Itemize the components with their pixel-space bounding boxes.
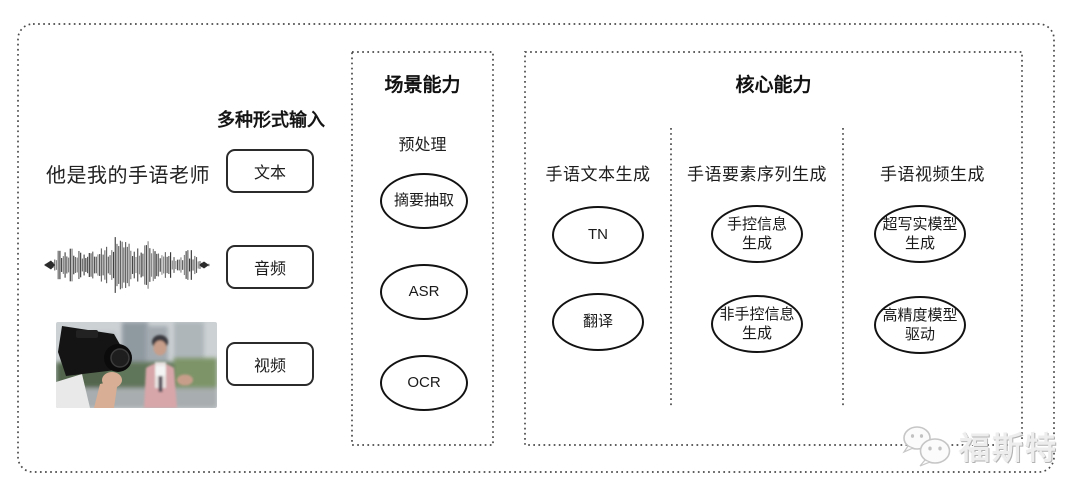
scene-box-title: 场景能力 bbox=[384, 75, 461, 96]
wechat-icon bbox=[902, 425, 951, 467]
photo-cameraman bbox=[56, 326, 132, 408]
input-section-label: 多种形式输入 bbox=[217, 110, 325, 130]
modality-box-text: 文本 bbox=[226, 149, 314, 193]
node-hyperrealistic-model: 超写实模型 生成 bbox=[874, 205, 966, 263]
core-box-title: 核心能力 bbox=[735, 75, 812, 96]
sample-sentence: 他是我的手语老师 bbox=[46, 165, 210, 187]
watermark-text: 福斯特 bbox=[959, 431, 1058, 466]
node-high-precision-model: 高精度模型 驱动 bbox=[874, 296, 966, 354]
node-summary-extraction: 摘要抽取 bbox=[380, 173, 468, 229]
column-header-element-sequence: 手语要素序列生成 bbox=[687, 165, 827, 184]
watermark: 福斯特 bbox=[900, 423, 1058, 468]
node-asr: ASR bbox=[380, 264, 468, 320]
modality-box-audio: 音频 bbox=[226, 245, 314, 289]
video-thumbnail bbox=[56, 322, 217, 408]
node-translation: 翻译 bbox=[552, 293, 644, 351]
modality-box-video: 视频 bbox=[226, 342, 314, 386]
node-non-manual-info-generation: 非手控信息 生成 bbox=[711, 295, 803, 353]
node-ocr: OCR bbox=[380, 355, 468, 411]
scene-box-subtitle: 预处理 bbox=[398, 137, 447, 154]
node-manual-info-generation: 手控信息 生成 bbox=[711, 205, 803, 263]
node-tn: TN bbox=[552, 206, 644, 264]
column-header-text-generation: 手语文本生成 bbox=[545, 165, 651, 184]
photo-reporter bbox=[144, 335, 193, 408]
column-header-video-generation: 手语视频生成 bbox=[880, 165, 985, 184]
audio-waveform bbox=[44, 237, 210, 293]
